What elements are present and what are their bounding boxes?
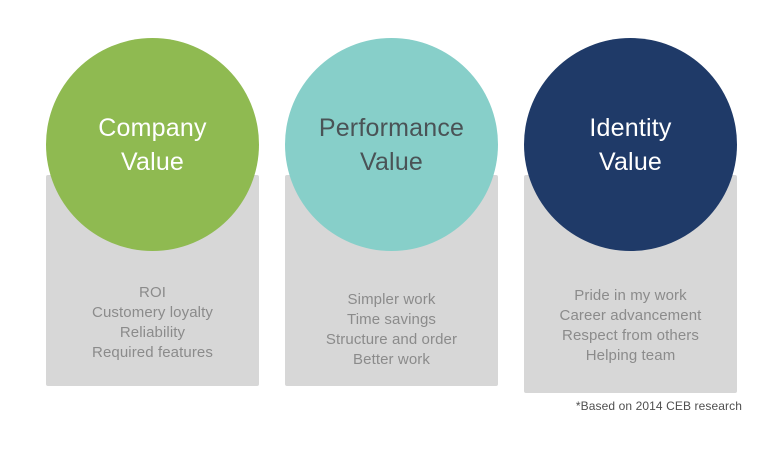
value-circle-identity: Identity Value [524, 38, 737, 251]
list-item: Required features [92, 343, 213, 361]
list-item: Time savings [346, 310, 436, 328]
value-column-performance: Performance Value Simpler work Time savi… [285, 0, 498, 400]
list-item: Better work [353, 350, 430, 368]
value-circle-title-performance: Performance Value [318, 113, 465, 176]
value-circle-performance: Performance Value [285, 38, 498, 251]
value-column-identity: Identity Value Pride in my work Career a… [524, 0, 737, 400]
list-item: Structure and order [325, 330, 458, 348]
list-item: Respect from others [562, 326, 699, 344]
value-circle-title-identity: Identity Value [589, 113, 672, 176]
source-footnote: *Based on 2014 CEB research [575, 399, 742, 413]
value-item-list-company: ROI Customery loyalty Reliability Requir… [46, 283, 259, 363]
list-item: Pride in my work [574, 287, 687, 304]
value-item-list-performance: Simpler work Time savings Structure and … [285, 290, 498, 370]
list-item: Career advancement [559, 306, 702, 324]
value-item-list-identity: Pride in my work Career advancement Resp… [524, 286, 737, 366]
list-item: Reliability [119, 323, 186, 341]
list-item: ROI [139, 284, 166, 301]
value-circle-title-company: Company Value [98, 113, 207, 176]
list-item: Simpler work [347, 291, 436, 308]
list-item: Customery loyalty [92, 303, 213, 321]
value-column-company: Company Value ROI Customery loyalty Reli… [46, 0, 259, 400]
list-item: Helping team [585, 346, 676, 364]
value-circle-company: Company Value [46, 38, 259, 251]
